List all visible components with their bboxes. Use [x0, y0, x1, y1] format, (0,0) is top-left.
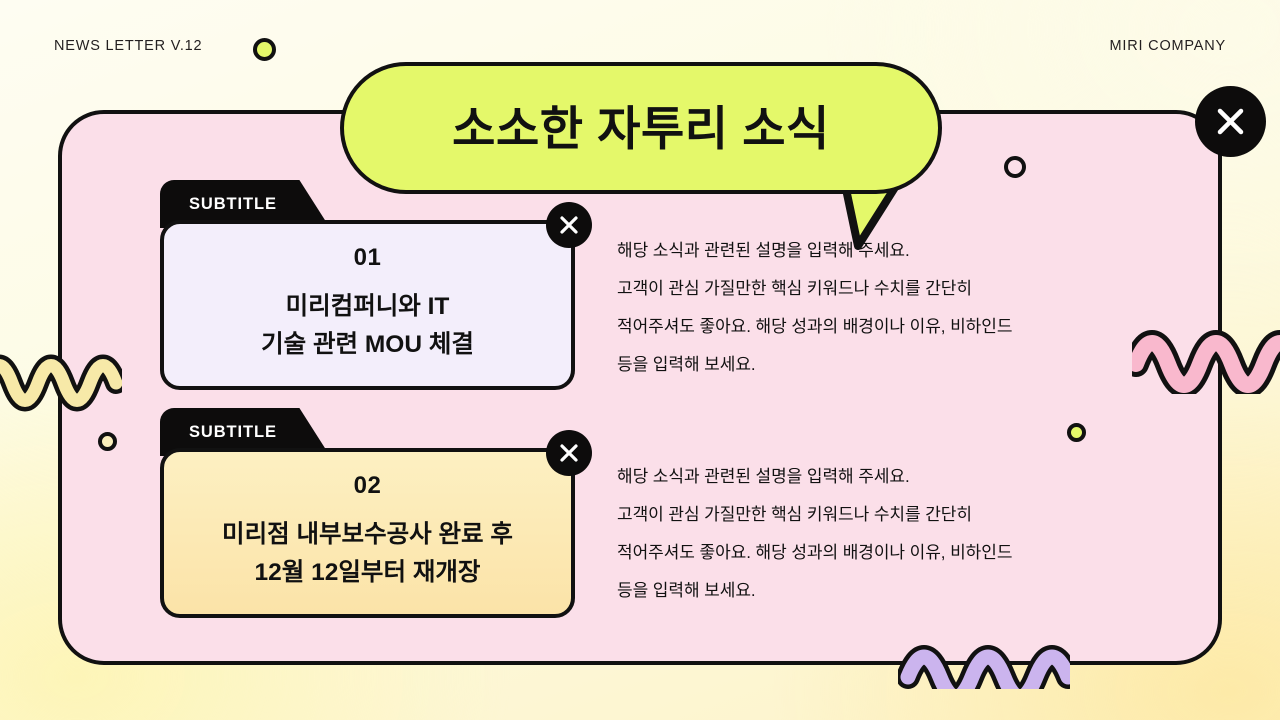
card-close-button[interactable] [546, 202, 592, 248]
title-speech-bubble: 소소한 자투리 소식 [340, 62, 942, 250]
news-card[interactable]: 02 미리점 내부보수공사 완료 후 12월 12일부터 재개장 [160, 448, 575, 618]
close-icon [560, 444, 578, 462]
squiggle-purple-icon [898, 645, 1070, 689]
news-number: 01 [353, 243, 382, 271]
description-line: 고객이 관심 가질만한 핵심 키워드나 수치를 간단히 [617, 504, 972, 524]
news-headline-line-2: 12월 12일부터 재개장 [254, 559, 481, 586]
description-line: 해당 소식과 관련된 설명을 입력해 주세요. [617, 241, 910, 260]
ring-lime-icon [1067, 423, 1086, 442]
news-headline-line-2: 기술 관련 MOU 체결 [261, 331, 474, 358]
description-line: 해당 소식과 관련된 설명을 입력해 주세요. [617, 467, 910, 486]
lime-dot-icon [253, 38, 276, 61]
newsletter-version-label: NEWS LETTER V.12 [54, 38, 203, 54]
ring-hollow-icon [1004, 156, 1026, 178]
ring-cream-icon [98, 432, 117, 451]
news-headline-line-1: 미리컴퍼니와 IT [285, 292, 450, 320]
close-icon [560, 216, 578, 234]
news-description: 해당 소식과 관련된 설명을 입력해 주세요. 고객이 관심 가질만한 핵심 키… [617, 458, 1012, 610]
description-line: 적어주셔도 좋아요. 해당 성과의 배경이나 이유, 비하인드 [617, 316, 1013, 336]
card-close-button[interactable] [546, 430, 592, 476]
squiggle-pink-icon [1132, 330, 1280, 394]
description-line: 등을 입력해 보세요. [617, 580, 756, 600]
news-description: 해당 소식과 관련된 설명을 입력해 주세요. 고객이 관심 가질만한 핵심 키… [617, 232, 1012, 384]
close-icon [1217, 108, 1244, 135]
page-title: 소소한 자투리 소식 [452, 101, 830, 155]
description-line: 적어주셔도 좋아요. 해당 성과의 배경이나 이유, 비하인드 [617, 542, 1013, 562]
company-name-label: MIRI COMPANY [1109, 38, 1226, 54]
description-line: 등을 입력해 보세요. [617, 354, 756, 374]
news-number: 02 [353, 471, 382, 499]
subtitle-tab-label: SUBTITLE [189, 422, 277, 441]
close-button[interactable] [1195, 86, 1266, 157]
title-bubble-body: 소소한 자투리 소식 [340, 62, 942, 194]
description-line: 고객이 관심 가질만한 핵심 키워드나 수치를 간단히 [617, 278, 972, 298]
news-headline-line-1: 미리점 내부보수공사 완료 후 [222, 520, 513, 548]
squiggle-cream-icon [0, 354, 122, 412]
subtitle-tab-label: SUBTITLE [189, 194, 277, 213]
news-card[interactable]: 01 미리컴퍼니와 IT 기술 관련 MOU 체결 [160, 220, 575, 390]
